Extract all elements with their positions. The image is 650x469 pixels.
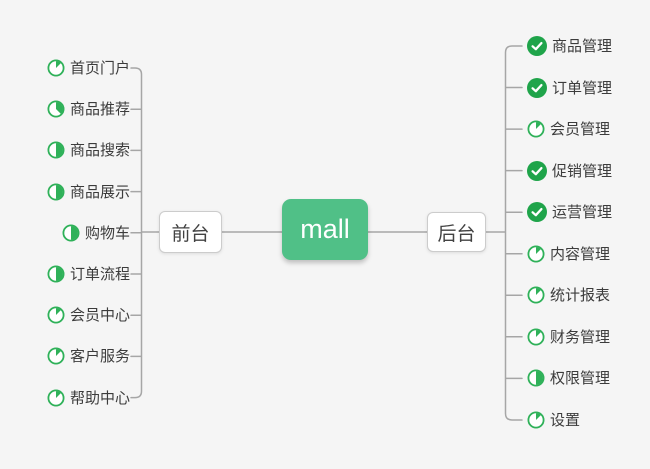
- progress-pie-icon: [527, 369, 545, 387]
- progress-pie-icon: [47, 183, 65, 201]
- backend-leaf-row[interactable]: 内容管理: [527, 242, 610, 266]
- progress-done-icon: [527, 78, 547, 98]
- leaf-label: 商品推荐: [69, 100, 130, 118]
- frontend-leaf-row[interactable]: 订单流程: [47, 262, 130, 286]
- leaf-label: 设置: [550, 411, 581, 429]
- frontend-leaf-row[interactable]: 会员中心: [47, 303, 130, 327]
- branch-node-frontend[interactable]: 前台: [159, 211, 222, 253]
- progress-pie-icon: [527, 411, 545, 429]
- root-node-label: mall: [300, 214, 350, 244]
- frontend-leaf-row[interactable]: 购物车: [62, 221, 130, 245]
- progress-pie-icon: [527, 328, 545, 346]
- backend-leaf-row[interactable]: 促销管理: [527, 159, 612, 183]
- progress-pie-icon: [62, 224, 80, 242]
- leaf-label: 内容管理: [550, 245, 611, 263]
- leaf-label: 促销管理: [552, 162, 613, 180]
- leaf-label: 统计报表: [550, 286, 611, 304]
- branch-node-label: 前台: [171, 223, 210, 245]
- progress-pie-icon: [47, 141, 65, 159]
- leaf-label: 财务管理: [550, 328, 611, 346]
- leaf-label: 订单流程: [69, 265, 130, 283]
- frontend-leaf-row[interactable]: 首页门户: [47, 56, 130, 80]
- frontend-leaf-row[interactable]: 商品展示: [47, 180, 130, 204]
- leaf-label: 运营管理: [552, 203, 613, 221]
- leaf-label: 商品搜索: [69, 141, 130, 159]
- branch-node-backend[interactable]: 后台: [427, 212, 486, 252]
- leaf-label: 商品展示: [69, 183, 130, 201]
- leaf-label: 会员中心: [69, 306, 130, 324]
- leaf-label: 订单管理: [552, 79, 613, 97]
- root-node-mall[interactable]: mall: [282, 199, 368, 260]
- progress-pie-icon: [47, 347, 65, 365]
- progress-done-icon: [527, 161, 547, 181]
- frontend-leaf-row[interactable]: 客户服务: [47, 344, 130, 368]
- progress-pie-icon: [527, 245, 545, 263]
- progress-pie-icon: [47, 59, 65, 77]
- frontend-leaf-row[interactable]: 商品搜索: [47, 138, 130, 162]
- leaf-label: 商品管理: [552, 37, 613, 55]
- backend-leaf-row[interactable]: 订单管理: [527, 76, 612, 100]
- progress-pie-icon: [47, 306, 65, 324]
- leaf-label: 首页门户: [69, 59, 130, 77]
- progress-pie-icon: [47, 100, 65, 118]
- leaf-label: 客户服务: [69, 347, 130, 365]
- frontend-leaf-row[interactable]: 帮助中心: [47, 386, 130, 410]
- progress-pie-icon: [47, 265, 65, 283]
- leaf-label: 会员管理: [550, 120, 611, 138]
- backend-leaf-row[interactable]: 运营管理: [527, 200, 612, 224]
- progress-pie-icon: [527, 120, 545, 138]
- backend-leaf-row[interactable]: 会员管理: [527, 117, 610, 141]
- progress-pie-icon: [527, 286, 545, 304]
- backend-leaf-row[interactable]: 财务管理: [527, 325, 610, 349]
- backend-leaf-row[interactable]: 设置: [527, 408, 580, 432]
- backend-leaf-row[interactable]: 权限管理: [527, 366, 610, 390]
- leaf-label: 购物车: [84, 224, 130, 242]
- progress-done-icon: [527, 36, 547, 56]
- progress-done-icon: [527, 202, 547, 222]
- backend-leaf-row[interactable]: 统计报表: [527, 283, 610, 307]
- leaf-label: 权限管理: [550, 369, 611, 387]
- leaf-label: 帮助中心: [69, 389, 130, 407]
- progress-pie-icon: [47, 389, 65, 407]
- branch-node-label: 后台: [437, 223, 476, 245]
- frontend-leaf-row[interactable]: 商品推荐: [47, 97, 130, 121]
- backend-leaf-row[interactable]: 商品管理: [527, 34, 612, 58]
